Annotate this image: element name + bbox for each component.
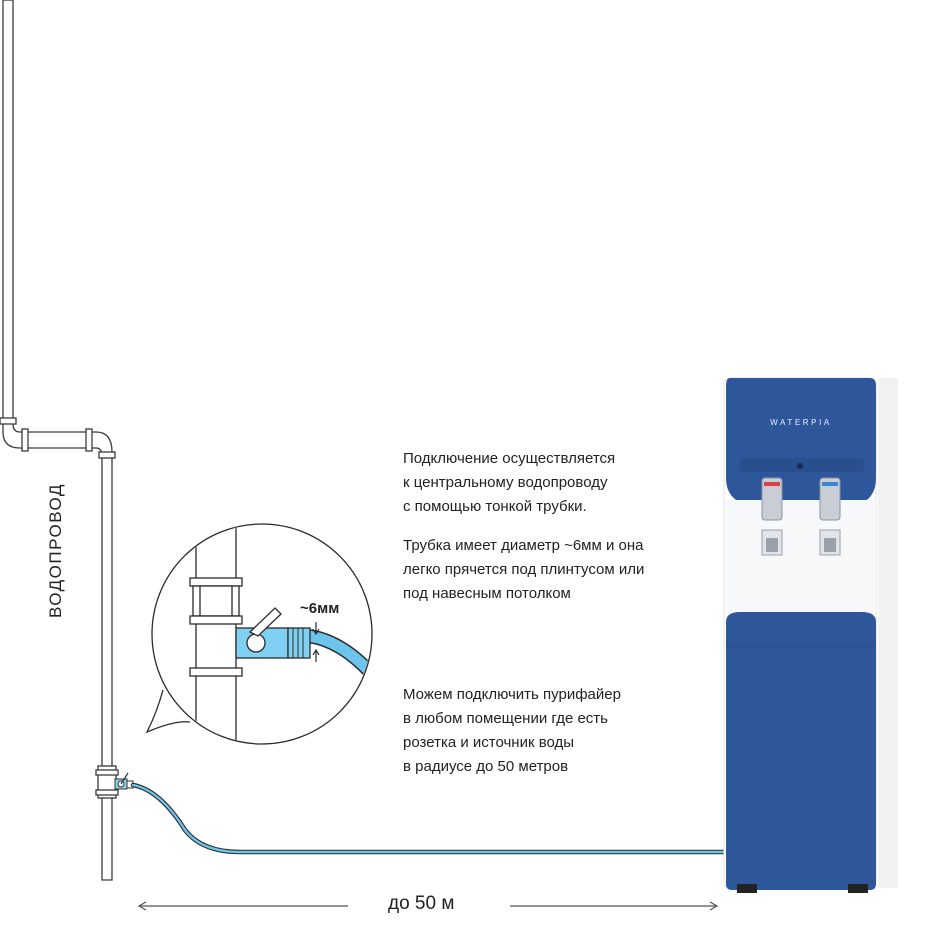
- callout-tube: [306, 629, 371, 677]
- text-line: к центральному водопроводу: [403, 474, 608, 491]
- magnifier-callout: [145, 523, 373, 745]
- text-line: под навесным потолком: [403, 585, 571, 602]
- tube-diameter-label: ~6мм: [300, 600, 340, 617]
- brand-logo-text: WATERPIA: [770, 418, 832, 427]
- text-block-tube: Трубка имеет диаметр ~6мм и она легко пр…: [403, 534, 644, 606]
- text-line: розетка и источник воды: [403, 734, 575, 751]
- text-line: легко прячется под плинтусом или: [403, 561, 645, 578]
- distance-arrow: [137, 901, 719, 911]
- hot-water-tap: [761, 477, 783, 556]
- distance-label: до 50 м: [388, 893, 455, 914]
- water-tube-fill: [131, 783, 728, 854]
- text-line: Подключение осуществляется: [403, 450, 616, 467]
- cold-water-tap: [819, 477, 841, 556]
- text-line: с помощью тонкой трубки.: [403, 498, 587, 515]
- diameter-arrows: [312, 622, 320, 662]
- water-supply-pipe: [0, 0, 119, 881]
- text-line: Можем подключить пурифайер: [403, 686, 621, 703]
- water-purifier: [723, 377, 898, 893]
- text-line: в любом помещении где есть: [403, 710, 608, 727]
- text-block-connection: Подключение осуществляется к центральном…: [403, 447, 615, 519]
- text-block-placement: Можем подключить пурифайер в любом помещ…: [403, 683, 621, 779]
- pipe-label: ВОДОПРОВОД: [46, 483, 65, 618]
- text-line: Трубка имеет диаметр ~6мм и она: [403, 537, 644, 554]
- text-line: в радиусе до 50 метров: [403, 758, 569, 775]
- water-tube: [130, 782, 729, 855]
